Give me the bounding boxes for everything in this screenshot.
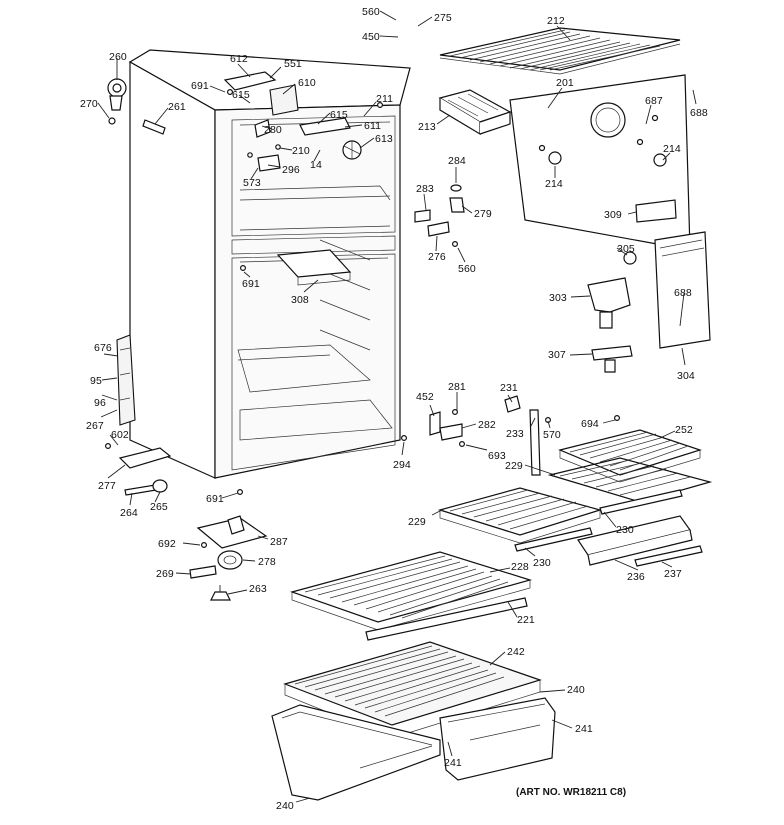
- label-693: 693: [488, 450, 506, 462]
- freezer-shelf: [439, 27, 681, 75]
- label-263: 263: [249, 583, 267, 595]
- label-211: 211: [376, 93, 393, 105]
- crisper-pan-right: [439, 697, 556, 781]
- label-309: 309: [604, 209, 622, 221]
- label-676: 676: [94, 342, 112, 354]
- label-265: 265: [150, 501, 168, 513]
- label-228: 228: [511, 561, 529, 573]
- label-688-b: 688: [674, 287, 692, 299]
- label-276: 276: [428, 251, 446, 263]
- label-237: 237: [664, 568, 682, 580]
- ice-tray: [438, 89, 512, 136]
- label-296: 296: [282, 164, 300, 176]
- label-230-b: 230: [616, 524, 634, 536]
- label-210: 210: [292, 145, 310, 157]
- label-307: 307: [548, 349, 566, 361]
- art-number: (ART NO. WR18211 C8): [516, 787, 626, 798]
- label-283: 283: [416, 183, 434, 195]
- label-252: 252: [675, 424, 693, 436]
- label-229: 229: [408, 516, 426, 528]
- label-241: 241: [444, 757, 462, 769]
- label-212: 212: [547, 15, 565, 27]
- label-261: 261: [168, 101, 186, 113]
- label-214: 214: [545, 178, 563, 190]
- leader-lines: [97, 10, 697, 803]
- label-282: 282: [478, 419, 496, 431]
- glass-shelf-228: [289, 551, 533, 641]
- label-560-b: 560: [458, 263, 476, 275]
- label-287: 287: [270, 536, 288, 548]
- label-452: 452: [416, 391, 434, 403]
- label-270: 270: [80, 98, 98, 110]
- label-303: 303: [549, 292, 567, 304]
- shelf-supports: [429, 395, 620, 476]
- label-611: 611: [364, 120, 381, 132]
- label-233: 233: [506, 428, 524, 440]
- label-231: 231: [500, 382, 518, 394]
- label-240-b: 240: [567, 684, 585, 696]
- cabinet: [116, 49, 411, 479]
- label-284: 284: [448, 155, 466, 167]
- label-615: 615: [232, 89, 250, 101]
- shelf-229-right: [547, 457, 713, 515]
- control-duct: [414, 184, 711, 373]
- label-450: 450: [362, 31, 380, 43]
- label-236: 236: [627, 571, 645, 583]
- label-573: 573: [243, 177, 261, 189]
- evaporator-cover: [509, 74, 691, 251]
- label-281: 281: [448, 381, 466, 393]
- label-691: 691: [191, 80, 209, 92]
- label-694: 694: [581, 418, 599, 430]
- label-267: 267: [86, 420, 104, 432]
- label-242: 242: [507, 646, 525, 658]
- crisper-pan-left: [271, 704, 441, 801]
- label-692: 692: [158, 538, 176, 550]
- label-612: 612: [230, 53, 248, 65]
- label-613: 613: [375, 133, 393, 145]
- fresh-food-shelf-upper: [276, 249, 352, 286]
- label-280: 280: [264, 124, 282, 136]
- bottom-hinge: [104, 265, 408, 496]
- label-260: 260: [109, 51, 127, 63]
- label-305: 305: [617, 243, 635, 255]
- label-269: 269: [156, 568, 174, 580]
- label-560: 560: [362, 6, 380, 18]
- label-14: 14: [310, 159, 322, 171]
- label-264: 264: [120, 507, 138, 519]
- shelf-229-left: [437, 487, 603, 552]
- label-214-b: 214: [663, 143, 681, 155]
- label-570: 570: [543, 429, 561, 441]
- label-688: 688: [690, 107, 708, 119]
- damper-control: [107, 71, 384, 172]
- label-277: 277: [98, 480, 116, 492]
- label-275: 275: [434, 12, 452, 24]
- label-551: 551: [284, 58, 302, 70]
- thermostat-assembly: [189, 515, 268, 601]
- label-308: 308: [291, 294, 309, 306]
- label-615-b: 615: [330, 109, 348, 121]
- label-279: 279: [474, 208, 492, 220]
- label-278: 278: [258, 556, 276, 568]
- label-304: 304: [677, 370, 695, 382]
- label-95: 95: [90, 375, 102, 387]
- label-294: 294: [393, 459, 411, 471]
- label-602: 602: [111, 429, 129, 441]
- label-229-b: 229: [505, 460, 523, 472]
- label-610: 610: [298, 77, 316, 89]
- label-213: 213: [418, 121, 436, 133]
- label-691-c: 691: [206, 493, 224, 505]
- label-96: 96: [94, 397, 106, 409]
- crisper-pan-236: [577, 515, 703, 567]
- label-221: 221: [517, 614, 535, 626]
- label-201: 201: [556, 77, 574, 89]
- part-labels: 560 275 450 212 260 270 261 612 551 691 …: [80, 6, 708, 812]
- label-687: 687: [645, 95, 663, 107]
- label-240: 240: [276, 800, 294, 812]
- label-241-b: 241: [575, 723, 593, 735]
- label-230: 230: [533, 557, 551, 569]
- label-691-b: 691: [242, 278, 260, 290]
